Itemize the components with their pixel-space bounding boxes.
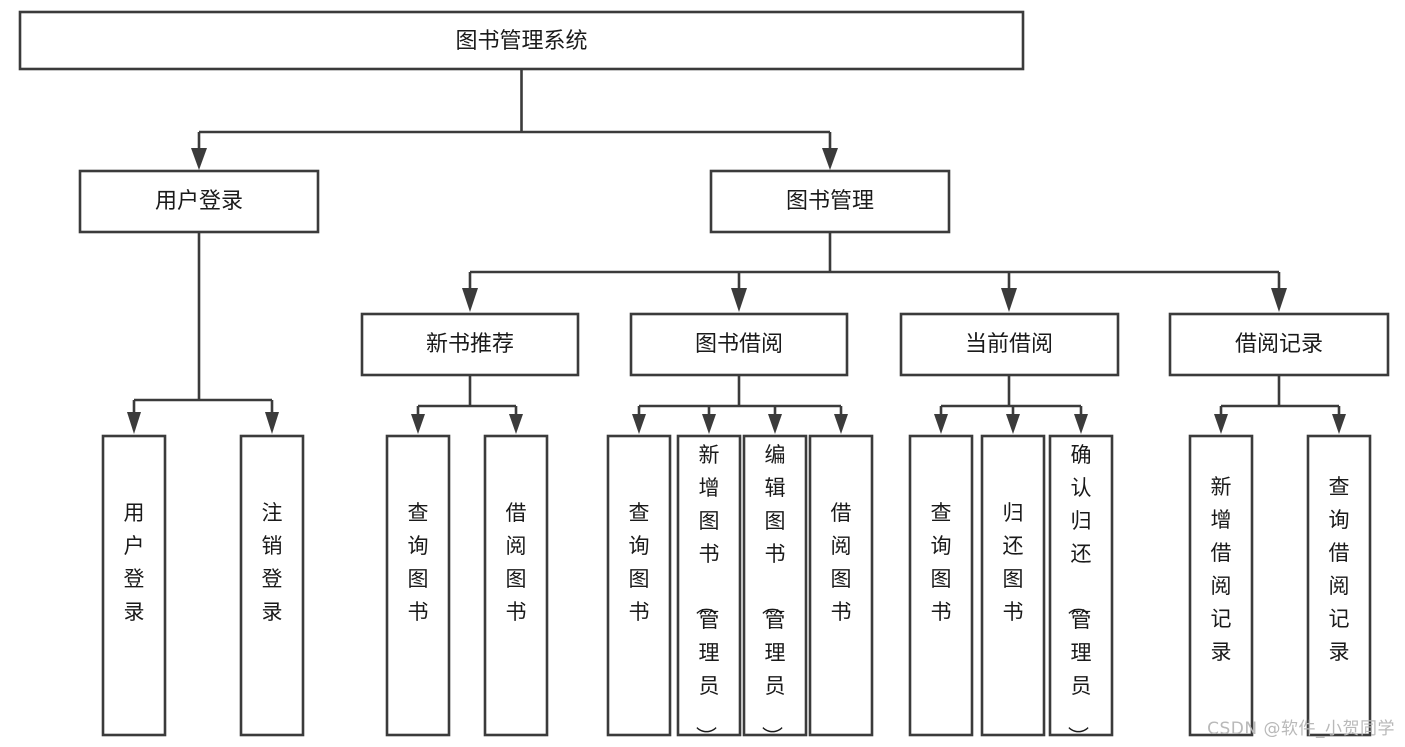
node-leaf-borrow-book-nb-label: 借阅图书 [506, 501, 527, 624]
arrowhead-leaf-edit-book [768, 414, 782, 434]
node-leaf-return-book[interactable]: 归还图书 [980, 434, 1046, 737]
arrowhead-leaf-borrow-book-bb [834, 414, 848, 434]
arrowhead-borrow-record [1271, 288, 1287, 312]
node-leaf-add-book-label: 新增图书（管理员） [694, 443, 720, 747]
arrowhead-leaf-logout [265, 412, 279, 434]
node-leaf-add-record[interactable]: 新增借阅记录 [1188, 434, 1254, 737]
arrowhead-leaf-confirm-return [1074, 414, 1088, 434]
node-leaf-borrow-book-bb-label: 借阅图书 [831, 501, 852, 624]
node-book-management-label: 图书管理 [786, 189, 874, 214]
node-leaf-borrow-book-bb-box[interactable] [808, 434, 874, 737]
arrowhead-leaf-query-book-nb [411, 414, 425, 434]
node-leaf-query-book-nb-label: 查询图书 [408, 501, 429, 624]
arrowhead-leaf-add-book [702, 414, 716, 434]
node-leaf-edit-book-label: 编辑图书（管理员） [760, 443, 786, 747]
node-leaf-confirm-return[interactable]: 确认归还（管理员） [1048, 434, 1114, 747]
node-leaf-query-book-cb[interactable]: 查询图书 [908, 434, 974, 737]
node-leaf-confirm-return-label: 确认归还（管理员） [1066, 443, 1092, 747]
arrowhead-leaf-return-book [1006, 414, 1020, 434]
arrowhead-leaf-borrow-book-nb [509, 414, 523, 434]
node-book-borrow-label: 图书借阅 [695, 332, 783, 357]
node-leaf-user-login[interactable]: 用户登录 [101, 434, 167, 737]
arrowhead-leaf-add-record [1214, 414, 1228, 434]
arrowhead-new-book-recommend [462, 288, 478, 312]
node-leaf-query-book-cb-box[interactable] [908, 434, 974, 737]
node-leaf-add-record-box[interactable] [1188, 434, 1254, 737]
node-leaf-query-book-bb[interactable]: 查询图书 [606, 434, 672, 737]
node-borrow-record-label: 借阅记录 [1235, 332, 1323, 357]
node-leaf-add-book[interactable]: 新增图书（管理员） [676, 434, 742, 747]
node-root-box[interactable] [18, 10, 1025, 71]
node-leaf-return-book-box[interactable] [980, 434, 1046, 737]
connector-group [127, 69, 1346, 434]
arrowhead-leaf-query-book-bb [632, 414, 646, 434]
node-leaf-query-book-bb-box[interactable] [606, 434, 672, 737]
node-current-borrow-label: 当前借阅 [965, 332, 1053, 357]
node-book-borrow[interactable]: 图书借阅 [629, 312, 849, 377]
arrowhead-user-login [191, 148, 207, 170]
node-book-borrow-box[interactable] [629, 312, 849, 377]
node-leaf-logout[interactable]: 注销登录 [239, 434, 305, 737]
leaf-nodes-group: 用户登录 注销登录 查询图书 借阅图书 查询图书 新增图书（管理员） [101, 434, 1372, 747]
node-leaf-add-record-label: 新增借阅记录 [1211, 475, 1232, 664]
node-book-management-box[interactable] [709, 169, 951, 234]
node-leaf-query-book-nb[interactable]: 查询图书 [385, 434, 451, 737]
node-user-login-box[interactable] [78, 169, 320, 234]
node-leaf-edit-book[interactable]: 编辑图书（管理员） [742, 434, 808, 747]
node-root[interactable]: 图书管理系统 [18, 10, 1025, 71]
node-user-login-label: 用户登录 [155, 189, 243, 214]
node-leaf-add-book-box[interactable] [676, 434, 742, 737]
node-root-label: 图书管理系统 [455, 29, 587, 54]
node-leaf-query-record-box[interactable] [1306, 434, 1372, 737]
node-leaf-borrow-book-nb-box[interactable] [483, 434, 549, 737]
arrowhead-leaf-user-login [127, 412, 141, 434]
node-leaf-borrow-book-nb[interactable]: 借阅图书 [483, 434, 549, 737]
node-leaf-logout-label: 注销登录 [262, 501, 283, 624]
node-current-borrow-box[interactable] [899, 312, 1120, 377]
node-book-management[interactable]: 图书管理 [709, 169, 951, 234]
node-leaf-confirm-return-box[interactable] [1048, 434, 1114, 737]
csdn-watermark: CSDN @软件_小贺同学 [1207, 719, 1395, 739]
node-new-book-recommend-box[interactable] [360, 312, 580, 377]
arrowhead-current-borrow [1001, 288, 1017, 312]
node-current-borrow[interactable]: 当前借阅 [899, 312, 1120, 377]
node-leaf-query-book-nb-box[interactable] [385, 434, 451, 737]
node-leaf-edit-book-box[interactable] [742, 434, 808, 737]
node-leaf-query-book-cb-label: 查询图书 [931, 501, 952, 624]
node-borrow-record-box[interactable] [1168, 312, 1390, 377]
node-user-login[interactable]: 用户登录 [78, 169, 320, 234]
node-leaf-user-login-box[interactable] [101, 434, 167, 737]
node-leaf-borrow-book-bb[interactable]: 借阅图书 [808, 434, 874, 737]
node-leaf-return-book-label: 归还图书 [1003, 501, 1024, 624]
arrowhead-book-management [822, 148, 838, 170]
arrowhead-book-borrow [731, 288, 747, 312]
node-leaf-logout-box[interactable] [239, 434, 305, 737]
arrowhead-leaf-query-record [1332, 414, 1346, 434]
node-leaf-query-book-bb-label: 查询图书 [629, 501, 650, 624]
node-leaf-query-record[interactable]: 查询借阅记录 [1306, 434, 1372, 737]
node-new-book-recommend[interactable]: 新书推荐 [360, 312, 580, 377]
node-leaf-user-login-label: 用户登录 [124, 501, 145, 624]
node-leaf-query-record-label: 查询借阅记录 [1329, 475, 1350, 664]
arrowhead-leaf-query-book-cb [934, 414, 948, 434]
node-borrow-record[interactable]: 借阅记录 [1168, 312, 1390, 377]
node-new-book-recommend-label: 新书推荐 [426, 332, 514, 357]
